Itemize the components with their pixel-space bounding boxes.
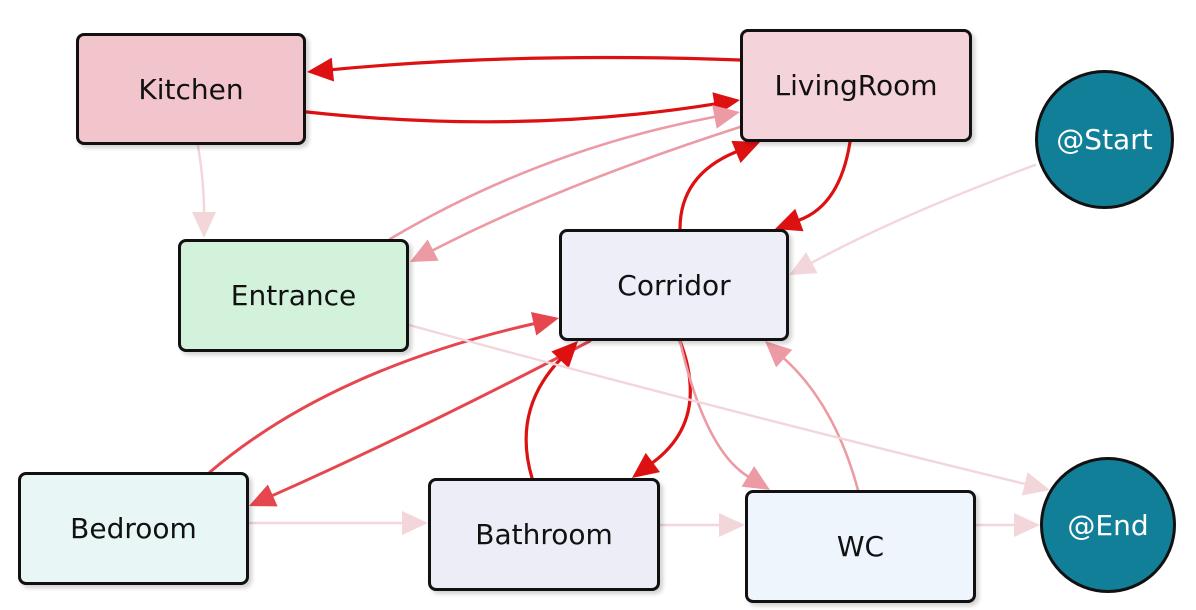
node-wc-label: WC [836, 530, 885, 563]
edge-arrowhead [712, 105, 740, 129]
edge-start-to-corridor [789, 163, 1037, 275]
node-entrance-label: Entrance [230, 279, 357, 312]
edge-arrowhead [789, 252, 818, 275]
edge-arrowhead [410, 239, 439, 262]
edge-bedroom-to-corridor [208, 312, 559, 474]
edge-arrowhead [1021, 472, 1050, 496]
edge-arrowhead [530, 312, 559, 336]
edge-corridor-to-wc [678, 339, 770, 490]
edge-kitchen-to-livingroom [305, 92, 740, 124]
edge-line [678, 339, 750, 478]
edge-wc-to-corridor [765, 341, 860, 492]
edge-arrowhead [551, 341, 578, 369]
edge-corridor-to-livingroom [678, 140, 760, 231]
edge-line [797, 140, 852, 222]
edge-line [271, 339, 592, 497]
edge-wc-to-end [974, 513, 1040, 537]
edge-line [524, 358, 562, 480]
edge-arrowhead [632, 452, 661, 478]
node-corridor[interactable]: Corridor [559, 229, 789, 341]
edge-arrowhead [1014, 513, 1040, 537]
edge-livingroom-to-entrance [410, 125, 742, 262]
edge-livingroom-to-kitchen [307, 55, 742, 82]
edge-line [331, 55, 742, 72]
edge-arrowhead [192, 212, 216, 238]
edge-line [810, 163, 1037, 264]
edge-line [407, 323, 1026, 486]
edge-corridor-to-bathroom [632, 339, 692, 478]
node-corridor-label: Corridor [617, 268, 731, 302]
edge-line [431, 125, 742, 252]
edge-arrowhead [731, 140, 760, 164]
edge-line [782, 357, 860, 492]
edge-line [678, 150, 738, 231]
edge-livingroom-to-corridor [775, 140, 852, 232]
edge-bathroom-to-corridor [524, 341, 578, 480]
node-livingroom[interactable]: LivingRoom [740, 29, 972, 142]
node-bathroom[interactable]: Bathroom [428, 478, 660, 591]
edge-line [196, 144, 206, 214]
node-bedroom-label: Bedroom [70, 512, 197, 545]
node-bedroom[interactable]: Bedroom [18, 472, 249, 585]
edge-entrance-to-end [407, 323, 1050, 496]
edge-arrowhead [775, 208, 804, 232]
edge-arrowhead [741, 466, 770, 490]
node-start[interactable]: @Start [1035, 70, 1174, 209]
edge-line [305, 102, 716, 124]
node-kitchen-label: Kitchen [138, 72, 244, 106]
edge-bathroom-to-wc [658, 513, 745, 537]
edge-arrowhead [765, 341, 793, 368]
node-livingroom-label: LivingRoom [774, 69, 938, 102]
node-end-label: @End [1067, 508, 1149, 542]
edge-arrowhead [249, 484, 278, 507]
node-entrance[interactable]: Entrance [178, 239, 409, 352]
edge-bedroom-to-bathroom [247, 511, 428, 535]
edge-arrowhead [307, 57, 335, 82]
edge-line [388, 115, 716, 241]
edge-kitchen-to-entrance [192, 144, 216, 238]
node-start-label: @Start [1056, 123, 1153, 156]
node-wc[interactable]: WC [745, 490, 976, 603]
node-end[interactable]: @End [1040, 457, 1176, 593]
node-bathroom-label: Bathroom [475, 518, 613, 551]
edge-line [208, 322, 536, 474]
edge-entrance-to-livingroom [388, 105, 740, 241]
edge-arrowhead [402, 511, 428, 535]
node-kitchen[interactable]: Kitchen [76, 33, 306, 145]
edge-corridor-to-bedroom [249, 339, 592, 507]
edge-arrowhead [719, 513, 745, 537]
